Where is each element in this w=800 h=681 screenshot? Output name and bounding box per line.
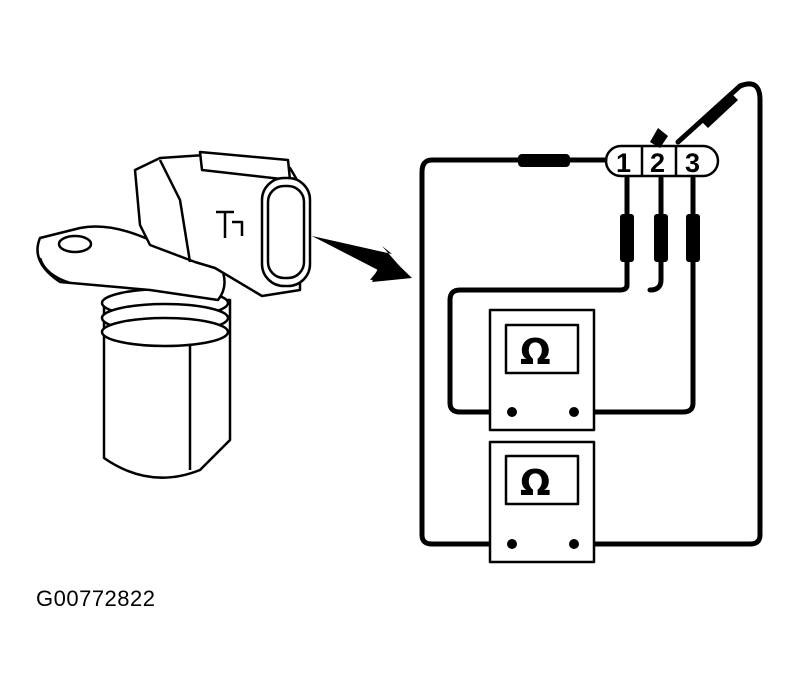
sensor-ring [100, 316, 230, 348]
figure-code: G00772822 [36, 586, 156, 611]
probe-pin-1 [620, 214, 634, 262]
connector-face [260, 176, 312, 288]
ohm-symbol-icon: Ω [520, 332, 551, 373]
ohm-symbol-icon: Ω [520, 463, 551, 504]
wire-outer-loop [419, 157, 608, 547]
wire-right-loop [571, 81, 763, 547]
pin-1-label: 1 [616, 148, 631, 178]
meter-terminal [507, 539, 517, 549]
pin-2-label: 2 [650, 148, 665, 178]
connector-marking [216, 210, 244, 238]
meter-terminal [507, 407, 517, 417]
meter-terminal [569, 539, 579, 549]
probe-pin-3 [686, 214, 700, 262]
ohmmeter-lower: Ω [488, 440, 596, 564]
probe-pin-2 [654, 214, 668, 262]
meter-terminal [569, 407, 579, 417]
probe-pin-1-top [518, 154, 570, 167]
sensor-illustration [36, 150, 312, 479]
pin-3-label: 3 [685, 148, 700, 178]
mounting-hole [57, 234, 93, 254]
pin-connector: 1 2 3 [604, 144, 720, 178]
ohmmeter-upper: Ω [488, 308, 596, 432]
